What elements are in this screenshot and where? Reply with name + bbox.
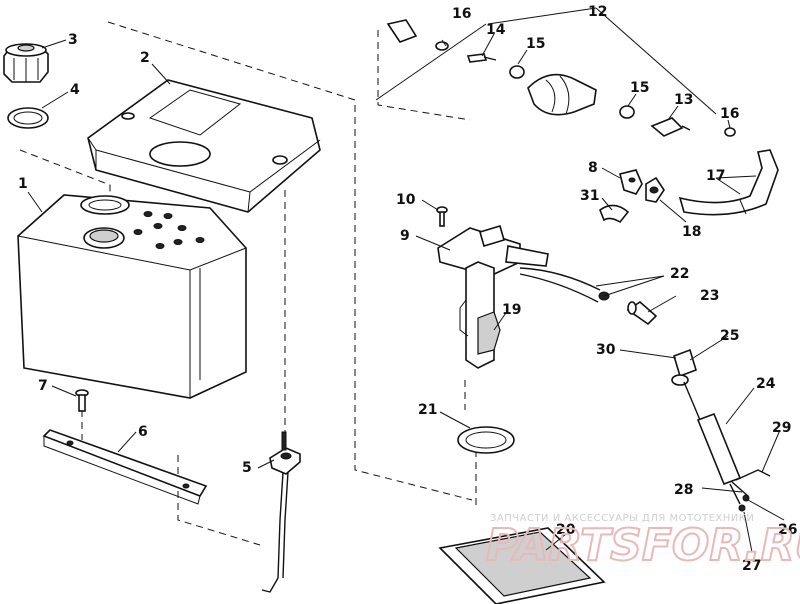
callout-1: 1	[18, 176, 28, 192]
callout-18: 18	[682, 224, 701, 240]
callout-25: 25	[720, 328, 739, 344]
plug-part	[626, 300, 658, 326]
callout-10: 10	[396, 192, 416, 208]
callout-9: 9	[400, 228, 410, 244]
callout-27: 27	[742, 558, 761, 574]
gasket-plate-part	[438, 527, 606, 604]
callout-8: 8	[588, 160, 598, 176]
leader-lines	[27, 7, 785, 553]
callout-5: 5	[242, 460, 252, 476]
callout-2: 2	[140, 50, 150, 66]
callout-19: 19	[502, 302, 521, 318]
callout-labels: 1 2 3 4 5 6 7 8 9 10 12 13 14 15 15 16 1…	[18, 4, 797, 574]
callout-6: 6	[138, 424, 148, 440]
callout-3: 3	[68, 32, 78, 48]
watermark-tagline: ЗАПЧАСТИ И АКСЕССУАРЫ ДЛЯ МОТОТЕХНИКИ	[490, 513, 754, 524]
callout-12: 12	[588, 4, 607, 20]
callout-24: 24	[756, 376, 776, 392]
callout-13: 13	[674, 92, 693, 108]
callout-26: 26	[778, 522, 797, 538]
fuel-gauge-part	[261, 431, 301, 593]
callout-14: 14	[486, 22, 506, 38]
o-ring-part	[457, 426, 515, 454]
callout-29: 29	[772, 420, 791, 436]
callout-21: 21	[418, 402, 437, 418]
callout-17: 17	[706, 168, 725, 184]
callout-20: 20	[556, 522, 576, 538]
callout-28: 28	[674, 482, 693, 498]
callout-30: 30	[596, 342, 616, 358]
watermark-logo: PARTSFOR.RU	[486, 520, 800, 571]
callout-16b: 16	[720, 106, 739, 122]
callout-15b: 15	[630, 80, 649, 96]
fuel-pickup-unit-part	[437, 225, 610, 369]
primer-bulb-assembly	[386, 19, 736, 137]
cap-gasket-part	[7, 107, 49, 129]
callout-7: 7	[38, 378, 48, 394]
callout-31: 31	[580, 188, 599, 204]
tank-cover-part	[87, 79, 321, 213]
watermark: ЗАПЧАСТИ И АКСЕССУАРЫ ДЛЯ МОТОТЕХНИКИ PA…	[485, 513, 800, 572]
clamp-fittings	[599, 169, 665, 224]
callout-4: 4	[70, 82, 80, 98]
callout-15a: 15	[526, 36, 545, 52]
callout-22: 22	[670, 266, 689, 282]
fuel-tank-part	[17, 194, 247, 399]
screw-part	[75, 389, 89, 412]
assembly-guide-lines	[19, 21, 477, 546]
hold-down-strap-part	[42, 429, 208, 505]
fuel-hose-part	[678, 149, 779, 216]
tank-cap-part	[3, 43, 49, 83]
callout-16a: 16	[452, 6, 471, 22]
wiring-harness-part	[671, 348, 771, 512]
pickup-screw-part	[436, 206, 448, 227]
callout-23: 23	[700, 288, 719, 304]
